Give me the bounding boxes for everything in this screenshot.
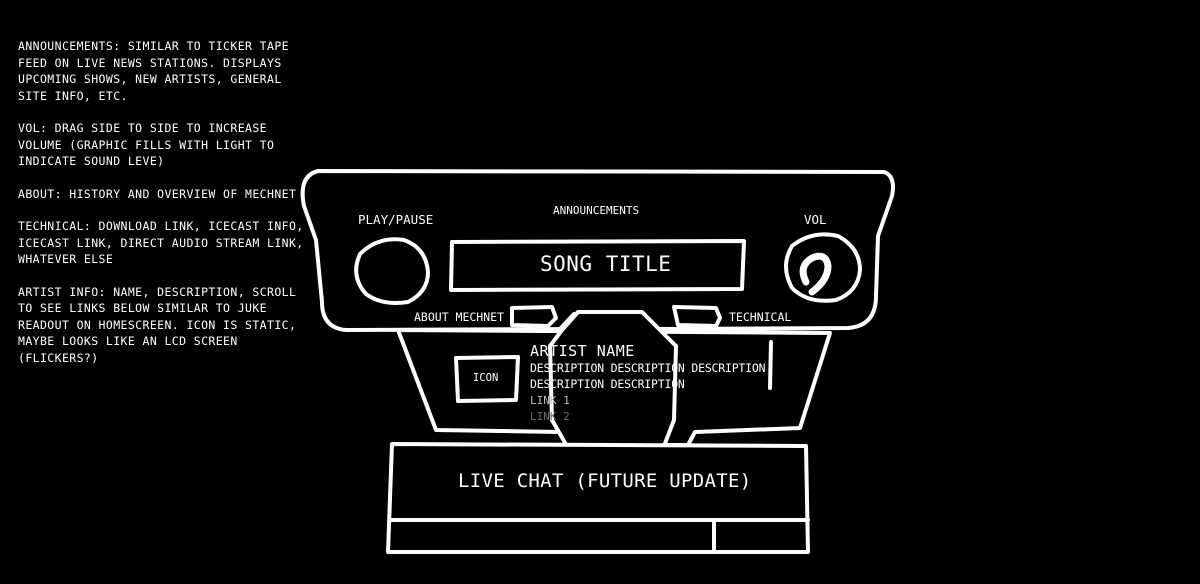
note-announcements: Announcements: similar to ticker tape fe… bbox=[18, 39, 289, 103]
note-about: About: history and overview of MechNet bbox=[18, 186, 297, 201]
artist-info-scroll[interactable]: Artist Name Description Description Desc… bbox=[530, 342, 770, 424]
announcements-label: Announcements bbox=[553, 204, 640, 217]
song-title-display bbox=[449, 239, 746, 292]
annotation-notes: Announcements: similar to ticker tape fe… bbox=[18, 38, 308, 382]
artist-name: Artist Name bbox=[530, 342, 635, 360]
technical-label: Technical bbox=[729, 310, 792, 324]
song-title: Song Title bbox=[540, 252, 672, 276]
note-technical: Technical: download link, icecast info, … bbox=[18, 219, 304, 266]
note-volume: Vol: drag side to side to increase volum… bbox=[18, 121, 275, 168]
live-chat-label: Live Chat (Future Update) bbox=[458, 470, 752, 492]
live-chat-panel bbox=[386, 442, 810, 554]
artist-scrollbar[interactable] bbox=[768, 340, 773, 390]
artist-description: Description Description Description Desc… bbox=[530, 361, 766, 391]
technical-button[interactable] bbox=[672, 305, 722, 328]
about-mechnet-label: About MechNet bbox=[414, 310, 505, 324]
player-head bbox=[300, 169, 895, 332]
note-artist-info: Artist Info: name, description, scroll t… bbox=[18, 284, 297, 365]
artist-link-1[interactable]: Link 1 bbox=[530, 394, 570, 407]
play-pause-button[interactable] bbox=[354, 237, 430, 305]
about-mechnet-button[interactable] bbox=[510, 305, 558, 328]
artist-link-2[interactable]: Link 2 bbox=[530, 410, 570, 423]
vol-label: Vol bbox=[804, 212, 827, 227]
artist-icon-label: Icon bbox=[473, 372, 499, 384]
play-pause-label: Play/Pause bbox=[358, 212, 434, 227]
volume-knob[interactable] bbox=[784, 232, 862, 303]
artist-icon-box bbox=[454, 355, 520, 403]
volume-indicator-icon bbox=[799, 252, 832, 296]
center-tab bbox=[548, 310, 678, 450]
